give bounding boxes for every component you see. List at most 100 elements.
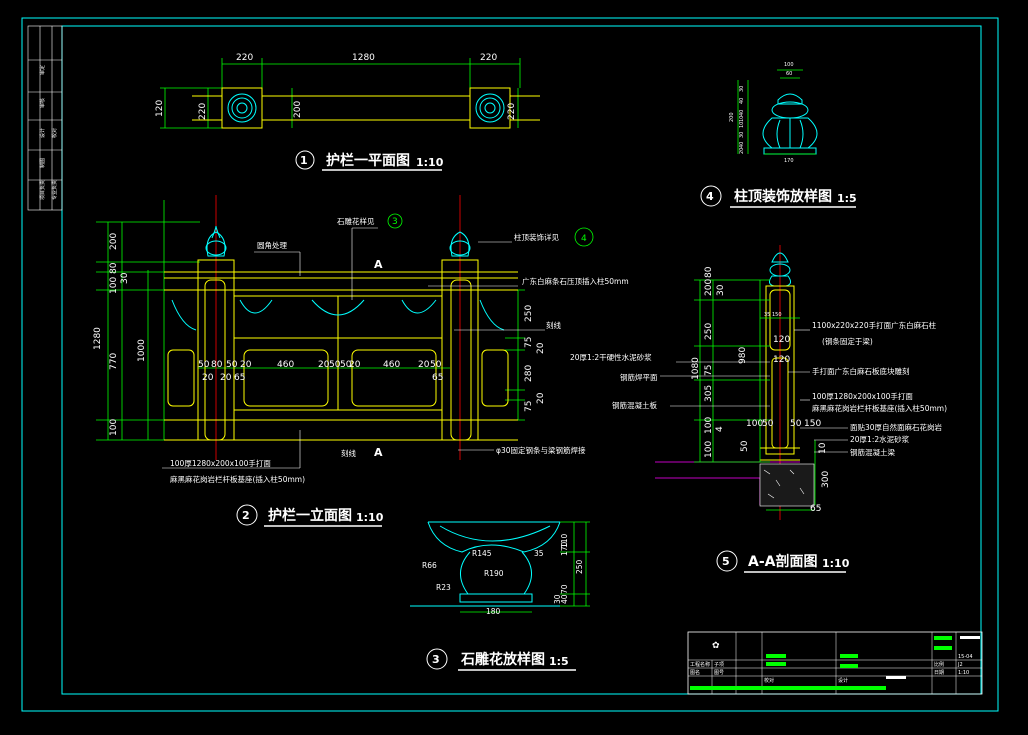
- carving-dim-180: 180: [486, 607, 501, 616]
- plan-view[interactable]: 220 1280 220 120 220 200 220 1 护栏一平面图 1:…: [155, 53, 540, 171]
- elev-b-80: 80: [211, 360, 223, 370]
- post-top-title-scale: 1:5: [837, 192, 857, 205]
- tb-value-scale: 1:10: [958, 670, 969, 676]
- elev-b-50d: 50: [340, 360, 352, 370]
- tb-label-1: 工程名称: [690, 661, 710, 668]
- post-top-dim-lines: [737, 69, 816, 155]
- elev-note-stone-carving: 石雕花样见: [337, 216, 375, 226]
- sec-dim-w50a: 50: [762, 419, 774, 429]
- elev-dim-1000: 1000: [137, 339, 147, 362]
- sec-note-column-fix: (钢条固定于梁): [822, 336, 873, 346]
- sec-dim-35: 35: [764, 312, 770, 318]
- elev-dim-250: 250: [524, 305, 534, 322]
- elev-title-number: 2: [242, 509, 250, 522]
- carving-dim-40: 40: [560, 594, 569, 604]
- elev-dim-1280: 1280: [93, 327, 103, 350]
- sec-dim-980: 980: [738, 347, 748, 364]
- sec-dim-80: 80: [704, 266, 714, 278]
- elev-note-cap: 广东白麻条石压顶插入柱50mm: [522, 276, 629, 286]
- sec-dim-1080: 1080: [691, 357, 701, 380]
- sec-note-mortar-2: 20厚1:2水泥砂浆: [850, 434, 910, 444]
- plan-title-number: 1: [300, 154, 308, 167]
- post-top-title: 4 柱顶装饰放样图 1:5: [700, 185, 857, 208]
- sec-dim-c10: 10: [818, 442, 828, 454]
- post-top-dim-s7: 40: [739, 142, 745, 148]
- post-top-title-number: 4: [706, 190, 714, 203]
- elev-dim-75a: 75: [524, 337, 534, 348]
- sec-note-finish: 面贴30厚自然面麻石花岗岩: [850, 422, 943, 432]
- elevation-centerlines: [215, 195, 461, 460]
- sec-dim-b100: 100: [704, 441, 714, 458]
- section-title-text: A-A剖面图: [748, 553, 817, 570]
- tb-label-8: 校对: [764, 677, 774, 684]
- elev-note-base-1: 100厚1280x200x100手打面: [170, 458, 271, 468]
- post-top-dim-s5: 10: [739, 122, 745, 128]
- sidebar-cell-2: 审核: [39, 98, 46, 108]
- section-title-number: 5: [722, 555, 730, 568]
- elevation-view[interactable]: 200 80 100 30 770 100 1280 1000 250 75 2…: [93, 195, 629, 527]
- title-block-fills: [690, 636, 980, 690]
- carving-dim-35: 35: [534, 549, 544, 558]
- sec-dim-w150b: 150: [804, 419, 821, 429]
- elev-ref-4: 4: [581, 234, 587, 244]
- title-block[interactable]: ✿ 工程名称 子项 图名 图号 比例 日期 设计 校对 1:10 J2 15-0…: [687, 631, 983, 695]
- section-outline: [760, 285, 800, 461]
- section-title: 5 A-A剖面图 1:10: [716, 550, 850, 573]
- elev-title-text: 护栏一立面图: [268, 507, 352, 524]
- carving-view[interactable]: R145 R190 R66 R23 180 35 170 110 250 70 …: [410, 521, 590, 671]
- carving-title-number: 3: [432, 653, 440, 666]
- plan-dim-h1: 120: [155, 100, 165, 117]
- sec-dim-w100: 100: [746, 419, 763, 429]
- elev-dim-100b: 100: [109, 419, 119, 436]
- elev-b-50a: 50: [198, 360, 210, 370]
- sec-note-base-stone: 手打面广东白麻石板底块雕刻: [812, 366, 910, 376]
- sidebar-cell-3: 校对: [51, 128, 58, 138]
- section-title-scale: 1:10: [822, 557, 850, 570]
- post-top-dim-60: 60: [786, 71, 792, 77]
- sec-dim-250: 250: [704, 323, 714, 340]
- sec-dim-w50b: 50: [790, 419, 802, 429]
- carving-dim-lines: [460, 521, 590, 613]
- post-top-dim-200: 200: [729, 112, 735, 122]
- elev-dim-200: 200: [109, 233, 119, 250]
- elevation-carvings: [171, 225, 505, 331]
- elevation-title: 2 护栏一立面图 1:10: [236, 504, 384, 527]
- title-block-logo: ✿: [712, 641, 720, 651]
- sec-dim-100: 100: [704, 417, 714, 434]
- elev-b-50c: 50: [329, 360, 341, 370]
- carving-title-scale: 1:5: [549, 655, 569, 668]
- post-top-dim-100: 100: [784, 62, 794, 68]
- plan-dimension-lines: [160, 58, 521, 129]
- elev-dim-770: 770: [109, 353, 119, 370]
- carving-dim-r66: R66: [422, 561, 437, 570]
- section-view[interactable]: 200 80 30 250 75 305 100 1080 980 35 150…: [570, 245, 947, 573]
- elev-note-round-corner: 圆角处理: [257, 240, 287, 250]
- post-top-view[interactable]: 100 60 170 200 30 40 40 10 10 30 40 20 4…: [700, 62, 857, 208]
- carving-dim-r190: R190: [484, 569, 504, 578]
- sidebar-cell-5: 制图: [39, 158, 46, 168]
- section-concrete-beam: [759, 463, 815, 507]
- elev-title-scale: 1:10: [356, 511, 384, 524]
- plan-title-scale: 1:10: [416, 156, 444, 169]
- plan-post-decor: [227, 93, 505, 123]
- plan-title: 1 护栏一平面图 1:10: [295, 150, 444, 171]
- elev-ref-3: 3: [392, 217, 398, 227]
- elev-dim-20b: 20: [536, 392, 546, 404]
- post-top-dim-s6: 30: [739, 132, 745, 138]
- sec-dim-c4: 4: [715, 426, 725, 432]
- elev-b-50b: 50: [226, 360, 238, 370]
- post-top-dim-s3: 40: [739, 110, 745, 116]
- elev-section-mark-bottom: A: [374, 446, 383, 459]
- elev-b-460a: 460: [277, 360, 294, 370]
- elevation-outline: [164, 259, 518, 441]
- elev-ref-3-circle: [387, 213, 403, 229]
- elev-b-460b: 460: [383, 360, 400, 370]
- section-dim-lines: [694, 279, 816, 511]
- drawing-frame: [21, 17, 999, 712]
- plan-dim-h2: 220: [198, 103, 208, 120]
- carving-dim-250: 250: [575, 559, 584, 574]
- post-top-outline: [762, 93, 818, 155]
- sec-note-mortar: 20厚1:2干硬性水泥砂浆: [570, 352, 652, 362]
- plan-dim-h4: 220: [507, 103, 517, 120]
